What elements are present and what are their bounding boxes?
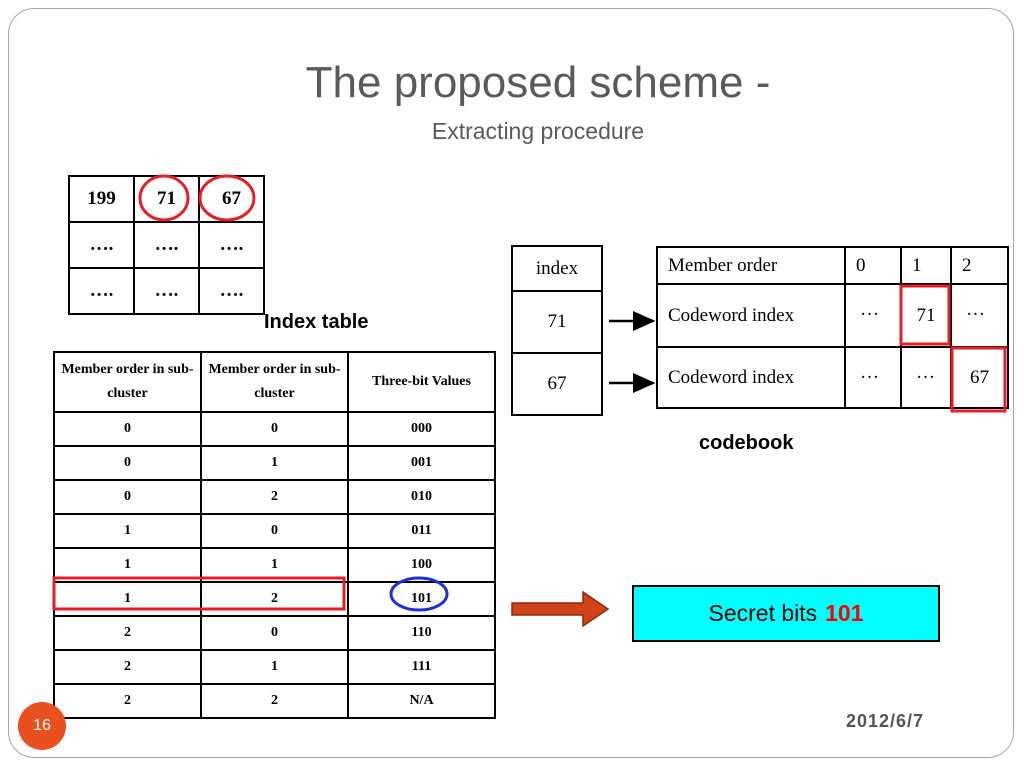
mapping-cell: 0 [200, 513, 349, 549]
mapping-cell: 2 [53, 683, 202, 719]
mapping-cell: 2 [53, 615, 202, 651]
codebook-label: codebook [699, 432, 794, 454]
mapping-cell: 0 [200, 411, 349, 447]
mapping-cell: 0 [53, 411, 202, 447]
codebook-cell: … [844, 283, 902, 348]
mapping-cell: 2 [200, 479, 349, 515]
mapping-cell: 1 [53, 581, 202, 617]
mapping-cell: 2 [53, 649, 202, 685]
mapping-table: Member order in sub-cluster Member order… [53, 351, 496, 719]
index-grid-cell: …. [198, 267, 265, 315]
mapping-cell: 0 [53, 445, 202, 481]
secret-bits-value: 101 [825, 600, 864, 626]
codebook-header-cell: 0 [844, 246, 902, 285]
mapping-cell: 1 [200, 649, 349, 685]
highlight-box-71 [899, 284, 951, 346]
mapping-header-cell: Three-bit Values [347, 351, 496, 413]
index-grid-cell: …. [68, 267, 135, 315]
slide-date: 2012/6/7 [846, 711, 925, 731]
slide-title: The proposed scheme - [305, 58, 771, 107]
index-grid-cell: …. [68, 221, 135, 269]
secret-bits-label: Secret bits [708, 600, 818, 626]
codebook-cell: … [950, 283, 1009, 348]
codebook-row-label: Codeword index [656, 283, 846, 348]
index-grid-cell: 199 [68, 175, 135, 223]
codebook-cell: … [900, 346, 952, 409]
index-grid-row: …. …. …. [68, 267, 265, 315]
mapping-header-cell: Member order in sub-cluster [53, 351, 202, 413]
index-list-value: 71 [511, 290, 603, 354]
index-grid-row: …. …. …. [68, 221, 265, 269]
mapping-cell: 0 [53, 479, 202, 515]
index-list-table: index 71 67 [511, 245, 603, 416]
mapping-cell: 2 [200, 581, 349, 617]
codebook-cell: … [844, 346, 902, 409]
codebook-row-label: Codeword index [656, 346, 846, 409]
mapping-cell: 011 [347, 513, 496, 549]
mapping-cell: 2 [200, 683, 349, 719]
codebook-header-cell: Member order [656, 246, 846, 285]
codebook-header-cell: 2 [950, 246, 1009, 285]
secret-bits-box: Secret bits 101 [632, 585, 940, 642]
mapping-cell: N/A [347, 683, 496, 719]
highlight-circle-71 [138, 174, 190, 222]
highlight-circle-67 [198, 174, 256, 222]
mapping-cell: 010 [347, 479, 496, 515]
mapping-cell: 110 [347, 615, 496, 651]
codebook-header-cell: 1 [900, 246, 952, 285]
mapping-cell: 000 [347, 411, 496, 447]
mapping-cell: 001 [347, 445, 496, 481]
slide-subtitle: Extracting procedure [431, 118, 645, 144]
highlight-row-1-2 [52, 576, 346, 611]
page-number-badge: 16 [18, 702, 66, 750]
mapping-cell: 1 [200, 445, 349, 481]
index-grid-cell: …. [133, 221, 200, 269]
mapping-header-cell: Member order in sub-cluster [200, 351, 349, 413]
mapping-cell: 0 [200, 615, 349, 651]
block-arrow-icon [511, 590, 610, 628]
index-grid-cell: …. [133, 267, 200, 315]
index-grid-cell: …. [198, 221, 265, 269]
mapping-cell: 1 [53, 513, 202, 549]
codebook-table: Member order 0 1 2 Codeword index … 71 …… [656, 246, 1009, 409]
highlight-oval-101 [389, 576, 449, 612]
index-list-header: index [511, 245, 603, 292]
highlight-box-67 [950, 346, 1007, 413]
index-list-value: 67 [511, 352, 603, 416]
index-table-label: Index table [264, 311, 369, 333]
mapping-cell: 111 [347, 649, 496, 685]
